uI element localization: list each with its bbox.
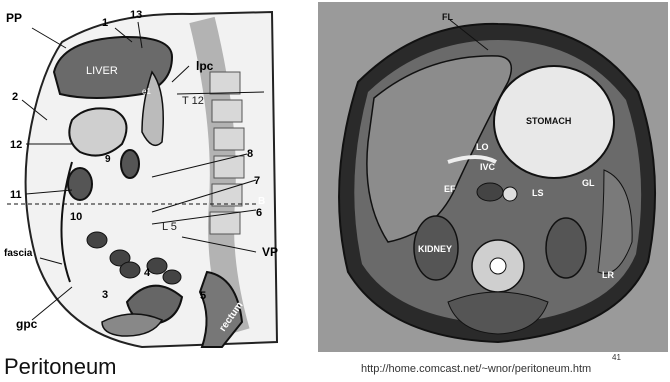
label-liver: LIVER: [86, 65, 118, 77]
label-8: 8: [247, 148, 253, 160]
source-url-link[interactable]: http://home.comcast.net/~wnor/peritoneum…: [361, 363, 591, 375]
label-fascia: fascia: [4, 248, 33, 259]
aorta-shape: [503, 187, 517, 201]
sagittal-section-diagram: PP 1 13 LIVER lpc T 12 A e1 2 12 9 8 11 …: [2, 2, 312, 352]
small-bowel-loop: [121, 150, 139, 178]
label-9: 9: [105, 154, 111, 165]
label-lpc: lpc: [196, 59, 214, 73]
label-lo: LO: [476, 142, 489, 152]
label-kidney: KIDNEY: [418, 244, 452, 254]
label-1: 1: [102, 17, 108, 29]
label-10: 10: [70, 211, 82, 223]
spinal-canal: [490, 258, 506, 274]
label-t12: T 12: [182, 95, 204, 107]
label-gpc: gpc: [16, 317, 38, 331]
label-vp: VP: [262, 245, 278, 259]
slide-title: Peritoneum: [4, 354, 117, 380]
label-stomach: STOMACH: [526, 116, 571, 126]
stomach-shape: [69, 108, 126, 155]
label-fl: FL: [442, 12, 453, 22]
label-lr: LR: [602, 270, 614, 280]
ivc-shape: [477, 183, 503, 201]
label-7: 7: [254, 175, 260, 187]
label-4: 4: [144, 267, 151, 279]
slide-number: 41: [612, 353, 621, 362]
label-a: A: [275, 88, 282, 99]
cross-section-diagram: FL STOMACH LO EF IVC LS GL KIDNEY LR: [318, 2, 668, 352]
label-5: 5: [200, 290, 206, 302]
label-3: 3: [102, 289, 108, 301]
label-12: 12: [10, 139, 22, 151]
label-ivc: IVC: [480, 162, 496, 172]
label-b: B: [258, 196, 265, 207]
label-gl: GL: [582, 178, 595, 188]
transverse-colon: [68, 168, 92, 200]
label-2: 2: [12, 91, 18, 103]
label-13: 13: [130, 9, 142, 21]
label-e1: e1: [142, 87, 151, 96]
label-l5: L 5: [162, 221, 177, 233]
label-pp: PP: [6, 11, 22, 25]
label-11: 11: [10, 189, 22, 201]
label-ef: EF: [444, 184, 456, 194]
left-kidney: [546, 218, 586, 278]
label-ls: LS: [532, 188, 544, 198]
label-6: 6: [256, 207, 262, 219]
